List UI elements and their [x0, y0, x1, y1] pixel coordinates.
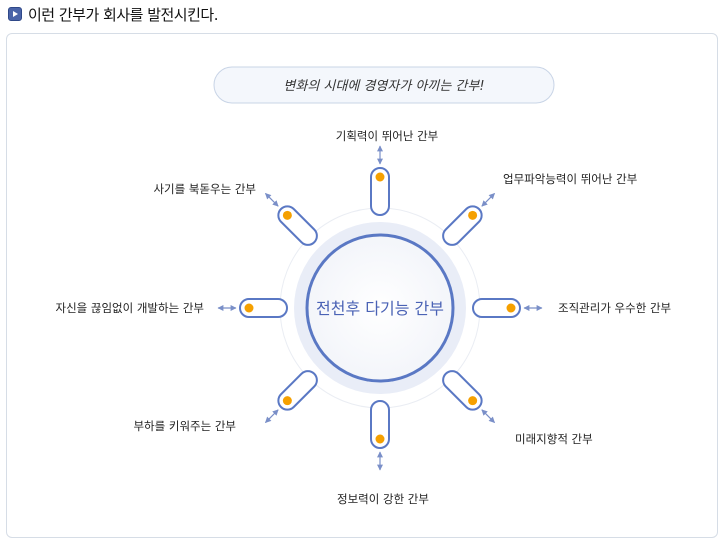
spoke: 자신을 끊임없이 개발하는 간부	[55, 298, 288, 318]
spoke-label: 미래지향적 간부	[515, 432, 593, 446]
page-title: 이런 간부가 회사를 발전시킨다.	[28, 5, 218, 24]
banner: 변화의 시대에 경영자가 아끼는 간부!	[213, 66, 555, 104]
spoke-capsule	[442, 205, 483, 246]
spoke-capsule	[277, 370, 318, 411]
spoke-label: 사기를 북돋우는 간부	[153, 182, 256, 196]
center-circle	[305, 233, 455, 383]
spoke-dot	[282, 396, 292, 406]
banner-text: 변화의 시대에 경영자가 아끼는 간부!	[283, 79, 484, 94]
spoke: 업무파악능력이 뛰어난 간부	[442, 172, 637, 246]
header: 이런 간부가 회사를 발전시킨다.	[8, 4, 218, 24]
spoke-dot	[375, 172, 385, 182]
center-hub: 전천후 다기능 간부	[294, 222, 466, 394]
spoke-arrow	[265, 193, 279, 207]
spoke-dot	[375, 434, 385, 444]
spoke: 정보력이 강한 간부	[337, 400, 429, 506]
spoke-label: 업무파악능력이 뛰어난 간부	[503, 172, 637, 186]
spoke: 기획력이 뛰어난 간부	[336, 129, 439, 216]
spoke-capsule	[277, 205, 318, 246]
spoke-arrow	[265, 409, 279, 423]
spoke: 미래지향적 간부	[442, 370, 593, 446]
spoke-label: 조직관리가 우수한 간부	[558, 301, 671, 315]
spoke: 부하를 키워주는 간부	[133, 370, 318, 433]
spoke-capsule	[472, 298, 521, 318]
spoke-capsule	[370, 400, 390, 449]
spoke-dot	[244, 303, 254, 313]
banner-pill	[213, 66, 555, 104]
spoke-capsule	[370, 167, 390, 216]
spoke-arrow	[481, 409, 495, 423]
spoke-label: 기획력이 뛰어난 간부	[336, 129, 439, 143]
spoke-label: 부하를 키워주는 간부	[133, 419, 236, 433]
spoke-capsule	[239, 298, 288, 318]
spoke-dot	[282, 210, 292, 220]
spoke-dot	[468, 396, 478, 406]
spoke: 조직관리가 우수한 간부	[472, 298, 671, 318]
play-bullet-icon	[8, 7, 22, 21]
spoke-dot	[468, 210, 478, 220]
spoke-dot	[506, 303, 516, 313]
center-text: 전천후 다기능 간부	[316, 299, 444, 318]
spoke-capsule	[442, 370, 483, 411]
spoke: 사기를 북돋우는 간부	[153, 182, 318, 246]
spoke-label: 자신을 끊임없이 개발하는 간부	[55, 301, 204, 315]
spoke-label: 정보력이 강한 간부	[337, 492, 429, 506]
spoke-arrow	[481, 193, 495, 207]
